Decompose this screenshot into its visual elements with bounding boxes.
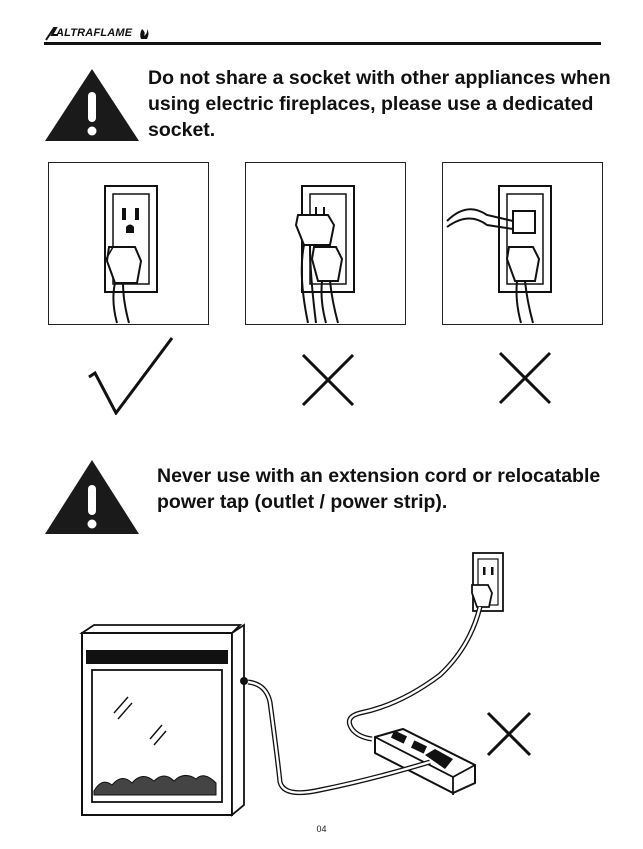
- single-plug-outlet-icon: [104, 185, 158, 324]
- electric-fireplace-icon: [79, 623, 248, 817]
- logo-text: ALTRAFLAME: [56, 27, 133, 39]
- cross-icon: [498, 351, 552, 405]
- illustration-stacked-plugs: [245, 162, 406, 325]
- warning-triangle-icon: [45, 460, 139, 534]
- illustration-adapter-plug: [442, 162, 603, 325]
- warning-triangle-icon: [45, 69, 139, 141]
- header-rule: [44, 42, 601, 45]
- illustration-single-plug: [48, 162, 209, 325]
- checkmark-icon: [88, 337, 174, 415]
- adapter-plug-outlet-icon: [446, 185, 552, 324]
- page-number: 04: [316, 824, 327, 834]
- cross-icon: [301, 353, 355, 407]
- warning-text-extension-cord: Never use with an extension cord or relo…: [157, 465, 601, 513]
- flame-logo-icon: [45, 27, 149, 41]
- brand-logo: ALTRAFLAME: [44, 26, 154, 42]
- wall-outlet-icon: [471, 552, 504, 612]
- cross-icon: [486, 711, 532, 757]
- warning-text-dedicated-socket: Do not share a socket with other applian…: [148, 67, 611, 141]
- fireplace-power-strip-illustration: [79, 552, 532, 817]
- stacked-plugs-outlet-icon: [294, 185, 355, 324]
